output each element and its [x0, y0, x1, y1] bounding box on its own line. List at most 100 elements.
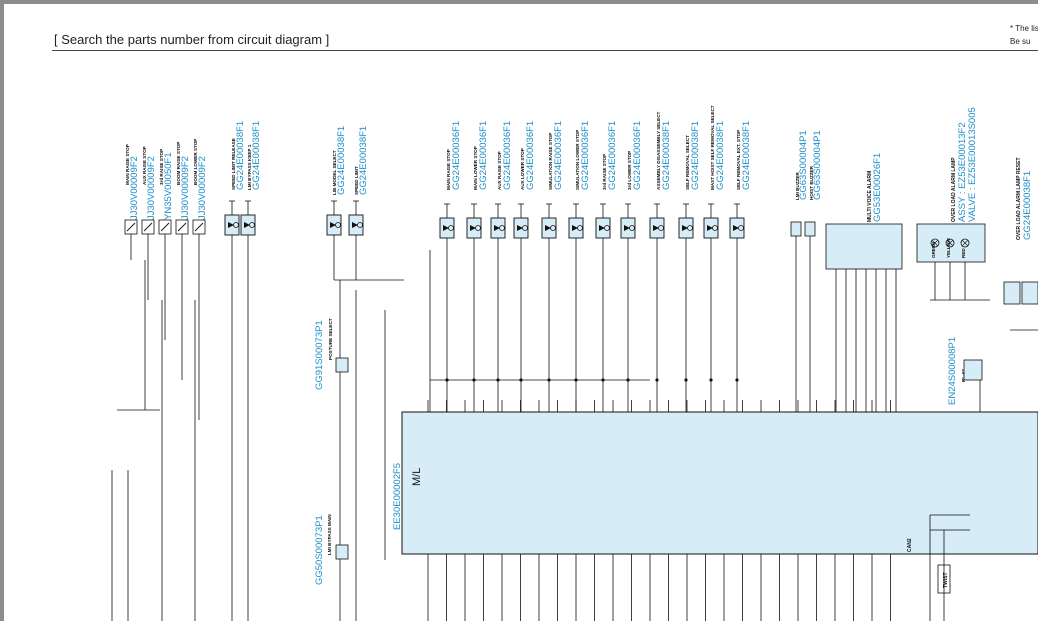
posture-select-switch	[335, 357, 349, 373]
voice-alarm-part: GG53E00026F1	[872, 153, 883, 222]
g1-valve-label-0: SPEED LIMIT RELEASE	[231, 138, 236, 190]
g3-coil-9	[687, 225, 693, 231]
g2-valve-label-1: SPEED LIMIT	[354, 166, 359, 195]
buzzer-label-1: HOIST BUZZER	[809, 165, 814, 200]
buzzer-part-0: GG63S00004P1	[798, 130, 809, 200]
g3-node-2	[496, 378, 500, 382]
left-switch-label-1: AUX RAISE STOP	[142, 146, 147, 185]
g1-valve-part-0: GG24E00038F1	[235, 121, 246, 190]
g2-coil-0	[335, 222, 341, 228]
right-relay	[1003, 281, 1021, 305]
g3-valve-label-10: MAST HOIST SELF REMOVAL SELECT	[710, 105, 715, 190]
g3-node-10	[709, 378, 713, 382]
lamp-color-green: GREEN	[931, 241, 936, 258]
lamp-bulb-0	[930, 238, 940, 248]
alarm-lamp-valve: VALVE : EZ53E00013S005	[967, 107, 978, 222]
g3-coil-11	[738, 225, 744, 231]
g1-coil-1	[249, 222, 255, 228]
buzzer-0	[790, 221, 802, 237]
lmi-bypass-switch	[335, 544, 349, 560]
g3-coil-7	[629, 225, 635, 231]
title-divider	[52, 50, 1038, 51]
ecu-part-label: EE30E00002F5	[392, 463, 403, 530]
left-switch-part-2: YN35V00050F1	[163, 152, 174, 220]
g3-valve-part-11: GG24E00038F1	[741, 121, 752, 190]
right-relay-2	[1021, 281, 1038, 305]
right-valve-label: OVER LOAD ALARM LAMP RESET	[1016, 157, 1022, 240]
lamp-bulb-2	[960, 238, 970, 248]
left-switch-label-0: MAIN RAISE STOP	[125, 144, 130, 185]
g3-diode-10	[707, 225, 713, 231]
g1-diode-0	[228, 222, 234, 228]
g3-valve-part-10: GG24E00038F1	[715, 121, 726, 190]
left-switch-part-4: JJ30V00009F2	[197, 156, 208, 220]
alarm-lamp-label: OVER LOAD ALARM LAMP	[951, 157, 957, 222]
note-line-2: Be su	[1010, 37, 1031, 46]
g3-node-1	[472, 378, 476, 382]
g3-coil-3	[522, 225, 528, 231]
left-switch-label-3: BOOM RAISE STOP	[176, 142, 181, 185]
g3-node-5	[574, 378, 578, 382]
rl67-part: EN24S00008P1	[947, 337, 958, 405]
left-switch-4	[192, 219, 206, 235]
lamp-cross-b-1	[946, 239, 954, 247]
left-switch-part-0: JJ30V00009F2	[129, 156, 140, 220]
g3-valve-label-6: 3rd RAISE STOP	[602, 154, 607, 190]
g3-coil-6	[604, 225, 610, 231]
g3-valve-part-4: GG24E00036F1	[553, 121, 564, 190]
left-switch-contact-0	[126, 222, 136, 232]
g3-node-6	[601, 378, 605, 382]
g3-node-7	[626, 378, 630, 382]
g3-coil-10	[712, 225, 718, 231]
lmi-bypass-label: LMI BYPASS MAIN	[327, 514, 332, 555]
rl67-label: RL-67	[961, 369, 966, 382]
g3-valve-label-7: 3rd LOWER STOP	[627, 151, 632, 190]
g3-coil-8	[658, 225, 664, 231]
lamp-bulb-1	[945, 238, 955, 248]
g3-diode-6	[599, 225, 605, 231]
window-left-border	[0, 0, 4, 621]
left-switch-0	[124, 219, 138, 235]
g3-diode-9	[682, 225, 688, 231]
g2-diode-0	[330, 222, 336, 228]
g3-diode-3	[517, 225, 523, 231]
g3-valve-part-7: GG24E00036F1	[632, 121, 643, 190]
left-switch-part-3: JJ30V00009F2	[180, 156, 191, 220]
g3-diode-8	[653, 225, 659, 231]
left-switch-label-4: BOOM LOWER STOP	[193, 139, 198, 185]
g3-valve-part-6: GG24E00036F1	[607, 121, 618, 190]
g3-node-11	[735, 378, 739, 382]
can-label: CAN2	[907, 538, 913, 552]
g1-valve-label-1: LMI BYPASS KEEP 1	[247, 144, 252, 190]
g3-valve-part-2: GG24E00036F1	[502, 121, 513, 190]
left-switch-part-1: JJ30V00009F2	[146, 156, 157, 220]
left-switch-contact-3	[177, 222, 187, 232]
ecu-mark: M/L	[411, 468, 423, 486]
g3-node-4	[547, 378, 551, 382]
left-switch-contact-1	[143, 222, 153, 232]
lamp-color-yellow: YELLOW	[946, 238, 951, 258]
left-switch-3	[175, 219, 189, 235]
g3-valve-part-0: GG24E00036F1	[451, 121, 462, 190]
g3-diode-5	[572, 225, 578, 231]
g2-coil-1	[357, 222, 363, 228]
g3-node-3	[519, 378, 523, 382]
g3-diode-11	[733, 225, 739, 231]
alarm-lamp-assy: ASSY : EZ53E00013F2	[957, 122, 968, 222]
g3-node-0	[445, 378, 449, 382]
ecu-box	[401, 411, 1038, 555]
g3-coil-5	[577, 225, 583, 231]
g3-node-9	[684, 378, 688, 382]
g3-valve-label-4: SIMULATION RAISE STOP	[548, 133, 553, 190]
rl67-relay	[963, 359, 983, 381]
note-line-1: * The lis	[1010, 24, 1038, 33]
buzzer-label-0: LMI BUZZER	[795, 172, 800, 200]
left-switch-2	[158, 219, 172, 235]
alarm-lamp-box	[916, 223, 986, 263]
g3-coil-4	[550, 225, 556, 231]
g3-diode-4	[545, 225, 551, 231]
window-top-border	[0, 0, 1038, 4]
g3-valve-part-5: GG24E00036F1	[580, 121, 591, 190]
g3-valve-part-9: GG24E00038F1	[690, 121, 701, 190]
